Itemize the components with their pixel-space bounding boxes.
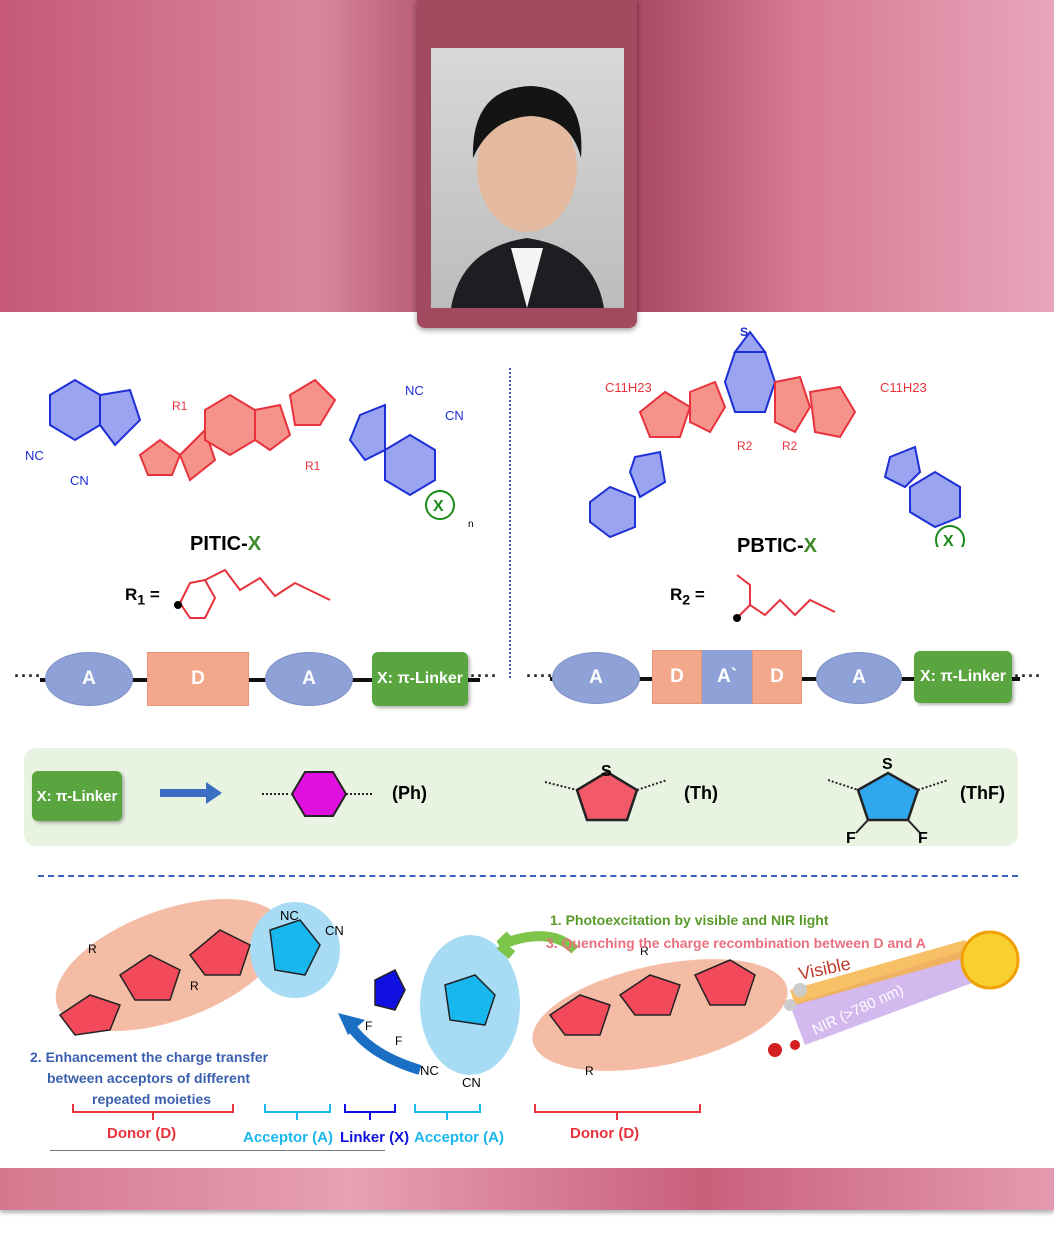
acceptor-label: Acceptor (A): [414, 1129, 505, 1146]
pitic-name: PITIC-: [190, 533, 248, 555]
chain-dots: ····: [470, 666, 498, 686]
arrow-right-icon: [160, 782, 222, 804]
linker-label: Linker (X): [340, 1129, 410, 1146]
equals: =: [149, 585, 160, 604]
legend-linker-node: X: π-Linker: [32, 771, 122, 821]
r2-structure: [733, 574, 836, 622]
ph-label: (Ph): [392, 783, 427, 803]
acceptor-node: A: [265, 652, 353, 706]
r2-label: R2: [782, 439, 798, 453]
vertical-divider: [509, 368, 511, 678]
r-label: R: [190, 979, 199, 993]
step2-text: repeated moieties: [92, 1091, 212, 1107]
donor-core: [138, 378, 337, 482]
acceptor-node: A: [816, 652, 902, 704]
f-label: F: [918, 830, 928, 845]
acceptor-prime-node: A`: [702, 650, 752, 704]
r-label: R: [88, 942, 97, 956]
acceptor-node: A: [552, 652, 640, 704]
r1-label: R1: [172, 399, 188, 413]
r2-label: R2: [737, 439, 753, 453]
linker-ring: [374, 968, 406, 1011]
pbtic-structure: S C11H23 C11H23 R2 R2 X: [589, 325, 965, 547]
pitic-title: PITIC-X: [190, 533, 261, 556]
underline: [50, 1150, 385, 1151]
nc-label: NC: [405, 383, 424, 398]
f-label: F: [395, 1034, 402, 1048]
nc-label: NC: [25, 448, 44, 463]
r-label: R: [585, 1064, 594, 1078]
pbtic-x: X: [803, 535, 818, 557]
th-label: (Th): [684, 783, 718, 803]
r-label: R: [125, 585, 138, 604]
alkyl-label: C11H23: [605, 380, 652, 395]
r-sub: 1: [137, 592, 146, 609]
linker-x-label: X: [943, 533, 954, 547]
step2-text: between acceptors of different: [47, 1070, 251, 1086]
linker-node: X: π-Linker: [372, 652, 468, 706]
s-label: S: [601, 763, 612, 780]
brackets: [72, 1104, 701, 1120]
f-label: F: [846, 830, 856, 845]
donor-node: D: [752, 650, 802, 704]
r2-definition: R2 =: [670, 585, 705, 608]
step3-text: 3. Quenching the charge recombination be…: [546, 935, 926, 951]
thiophene-icon: S: [545, 763, 668, 822]
portrait-photo: [431, 48, 624, 308]
pitic-structure: X NC CN NC CN R1 R1 n: [25, 378, 474, 530]
cn-label: CN: [462, 1075, 481, 1090]
acceptor-unit: [49, 378, 436, 497]
chain-dots: ····: [14, 666, 42, 686]
section-divider: [38, 875, 1018, 877]
nc-label: NC: [420, 1063, 439, 1078]
donor-node: D: [652, 650, 702, 704]
s-label: S: [882, 756, 893, 773]
step1-text: 1. Photoexcitation by visible and NIR li…: [550, 912, 829, 928]
linker-circle: [425, 490, 455, 520]
donor-label: Donor (D): [107, 1125, 177, 1142]
r-sub: 2: [682, 592, 691, 609]
person-silhouette-icon: [451, 86, 604, 308]
pbtic-name: PBTIC-: [737, 535, 804, 557]
footer-band: [0, 1168, 1054, 1210]
linker-node: X: π-Linker: [914, 651, 1012, 703]
nc-label: NC: [280, 908, 299, 923]
pbtic-title: PBTIC-X: [737, 535, 817, 558]
linker-x-label: X: [433, 498, 444, 515]
thf-label: (ThF): [960, 783, 1005, 803]
chain-dots: ····: [1014, 666, 1042, 686]
acceptor-label: Acceptor (A): [243, 1129, 334, 1146]
acceptor-node: A: [45, 652, 133, 706]
equals: =: [694, 585, 705, 604]
cn-label: CN: [445, 408, 464, 423]
donor-label: Donor (D): [570, 1125, 640, 1142]
r1-label: R1: [305, 459, 321, 473]
s-label: S: [740, 325, 748, 339]
n-label: n: [468, 519, 474, 530]
chain-backbone: [40, 678, 480, 682]
cn-label: CN: [70, 473, 89, 488]
mechanism-diagram: Visible NIR (>780 nm) NC CN NC CN F F R …: [55, 899, 1020, 1090]
chain-dots: ····: [526, 666, 554, 686]
pitic-x: X: [247, 533, 262, 555]
f-label: F: [365, 1019, 372, 1033]
r1-definition: R1 =: [125, 585, 160, 608]
r-label: R: [670, 585, 683, 604]
phenyl-icon: [262, 771, 374, 817]
alkyl-label: C11H23: [880, 380, 927, 395]
step2-text: 2. Enhancement the charge transfer: [30, 1049, 269, 1065]
cn-label: CN: [325, 923, 344, 938]
r-label: R: [640, 944, 649, 958]
difluorothiophene-icon: S F F: [828, 756, 949, 845]
donor-node: D: [147, 652, 249, 706]
sun-icon: [960, 930, 1020, 990]
r1-structure: [174, 568, 331, 619]
